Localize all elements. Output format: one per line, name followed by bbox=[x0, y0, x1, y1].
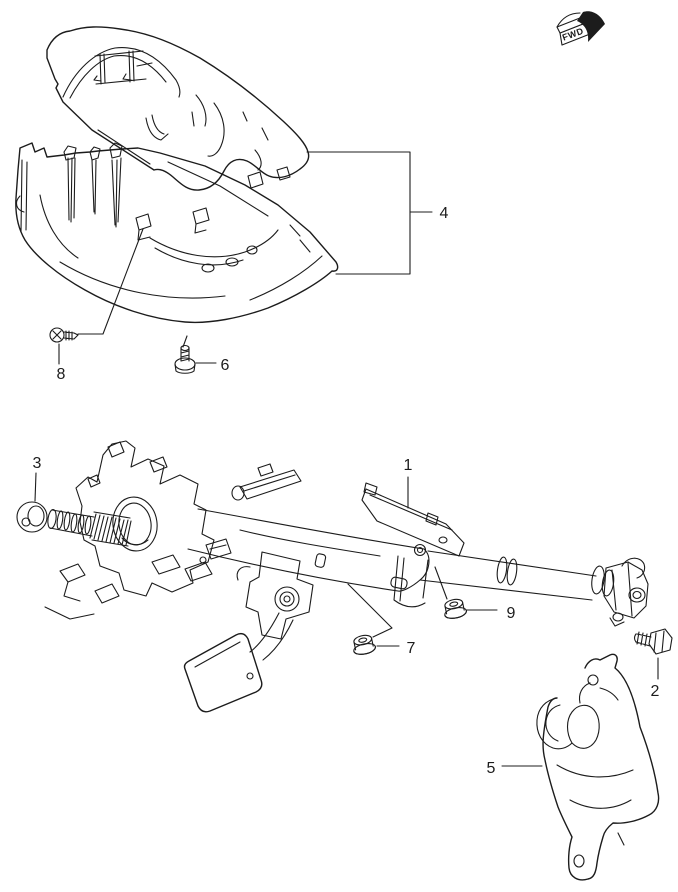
callout-7: 7 bbox=[347, 583, 416, 657]
lower-column-cover bbox=[15, 142, 339, 324]
steering-column-assembly bbox=[44, 440, 649, 713]
callout-label-9: 9 bbox=[507, 605, 516, 622]
callout-label-1: 1 bbox=[404, 457, 413, 474]
universal-joint bbox=[591, 557, 649, 627]
callout-5: 5 bbox=[487, 760, 543, 777]
callout-8-leader bbox=[58, 228, 144, 365]
tilt-lever bbox=[231, 463, 302, 501]
callout-label-6: 6 bbox=[221, 357, 230, 374]
steering-lock-ring bbox=[16, 501, 48, 533]
callout-4-leader bbox=[306, 151, 433, 275]
screw-6 bbox=[174, 335, 196, 374]
column-jacket-tube bbox=[187, 508, 430, 592]
pedal-assembly bbox=[44, 551, 314, 713]
screw-8 bbox=[49, 327, 79, 343]
callout-2: 2 bbox=[651, 657, 660, 700]
callout-3: 3 bbox=[33, 455, 42, 502]
mounting-bracket bbox=[361, 482, 465, 608]
callout-4: 4 bbox=[306, 151, 449, 275]
callout-label-4: 4 bbox=[440, 205, 449, 222]
bolt-2 bbox=[633, 628, 673, 655]
callout-label-7: 7 bbox=[407, 640, 416, 657]
callout-1: 1 bbox=[404, 457, 413, 509]
nut-9 bbox=[441, 596, 468, 621]
callout-label-3: 3 bbox=[33, 455, 42, 472]
lower-shaft bbox=[419, 550, 597, 601]
column-hole-cover bbox=[536, 653, 660, 881]
fwd-arrow-marker: FWD bbox=[556, 11, 605, 46]
callout-label-8: 8 bbox=[57, 366, 66, 383]
callout-9: 9 bbox=[434, 566, 516, 622]
callout-3-leader bbox=[34, 472, 37, 502]
callout-label-5: 5 bbox=[487, 760, 496, 777]
callout-7-leader bbox=[347, 583, 400, 647]
upper-column-cover bbox=[46, 26, 310, 191]
callout-label-2: 2 bbox=[651, 683, 660, 700]
callout-6: 6 bbox=[195, 357, 230, 374]
callout-8: 8 bbox=[57, 228, 144, 383]
callout-9-leader bbox=[434, 566, 498, 611]
